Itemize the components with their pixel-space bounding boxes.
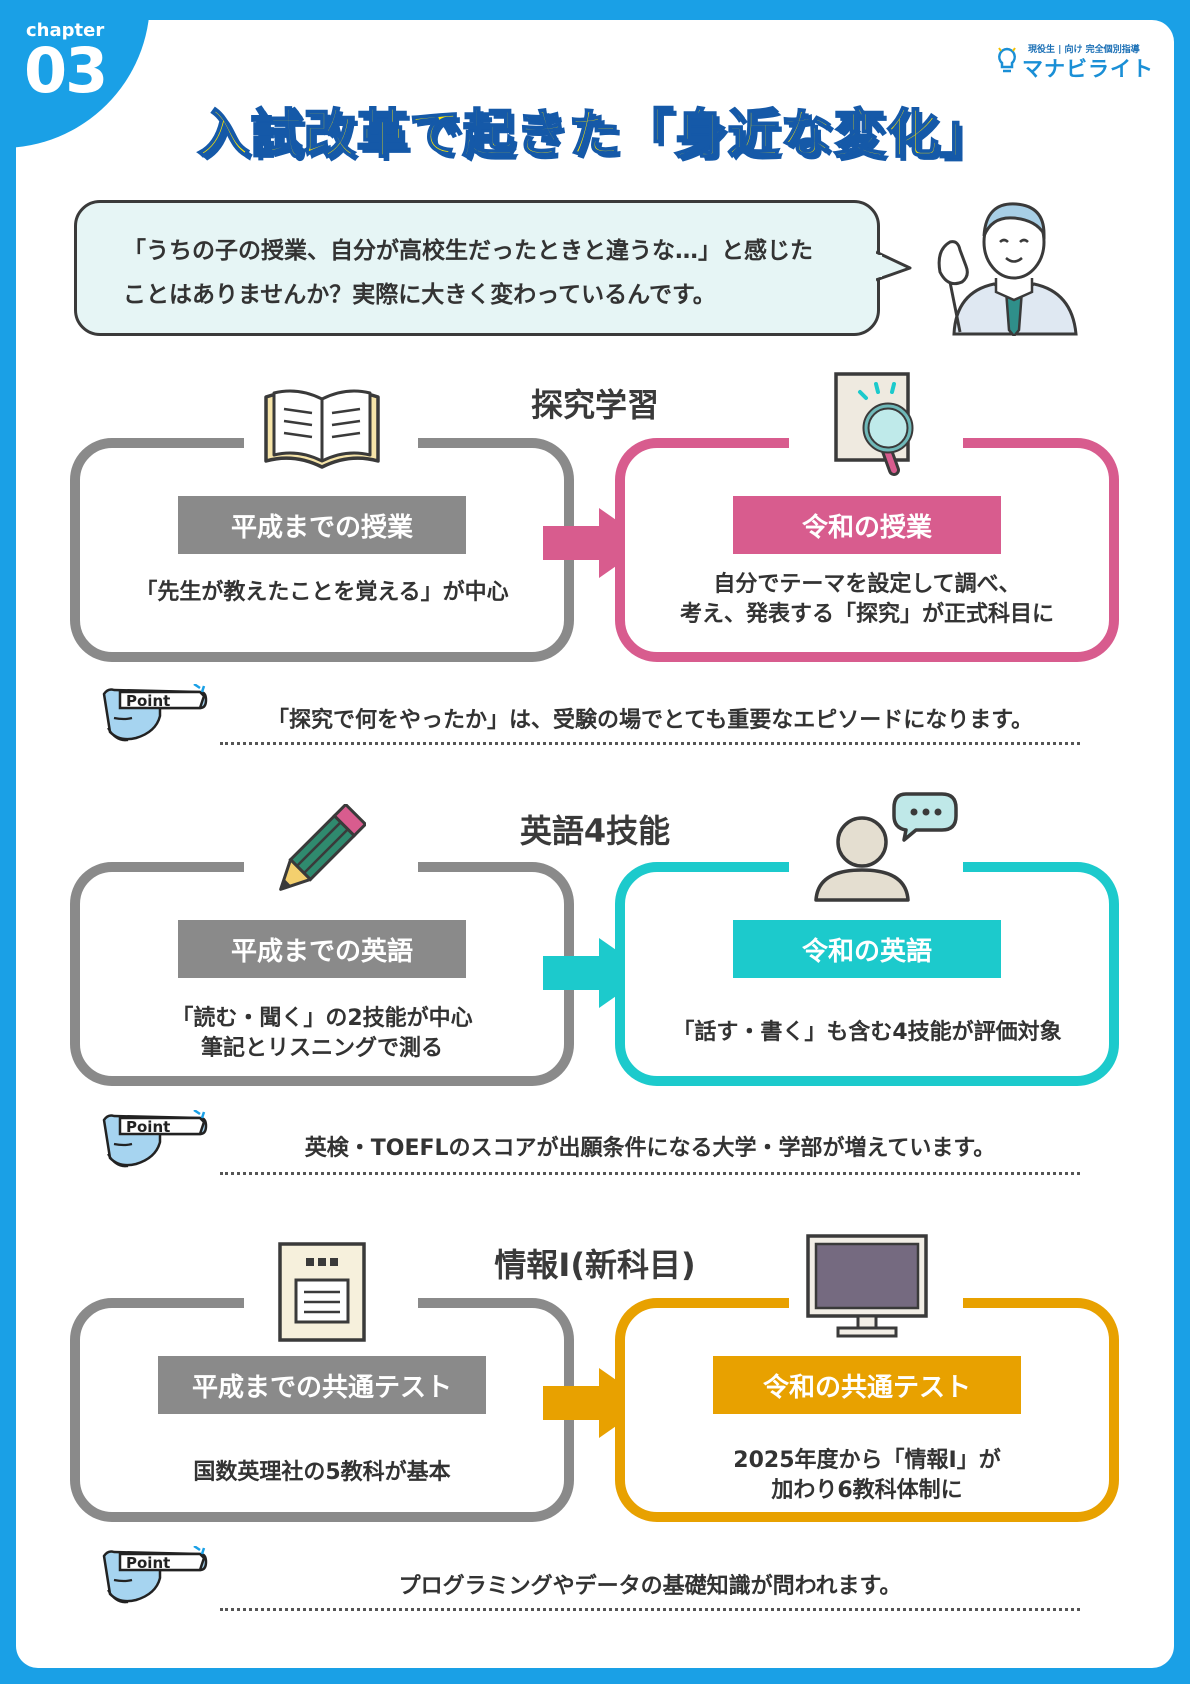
section-1-divider <box>220 742 1080 745</box>
brand-logo: 現役生 | 向け 完全個別指導 マナビライト <box>996 40 1153 81</box>
magnifier-document-icon <box>834 372 914 476</box>
section-1-before-box: 平成までの授業 「先生が教えたことを覚える」が中心 <box>70 436 574 662</box>
section-1-after-desc: 自分でテーマを設定して調べ、 考え、発表する「探究」が正式科目に <box>679 572 1054 627</box>
section-3-before-label: 平成までの共通テスト <box>158 1356 486 1414</box>
answer-sheet-icon <box>278 1242 366 1342</box>
light-bulb-icon <box>998 47 1016 73</box>
section-2-after-desc: 「話す・書く」も含む4技能が評価対象 <box>672 1020 1062 1045</box>
pencil-icon <box>279 804 366 891</box>
section-2-title: 英語4技能 <box>519 812 671 850</box>
open-book-icon <box>264 389 380 469</box>
section-1-title: 探究学習 <box>530 386 659 424</box>
teacher-avatar-icon <box>937 202 1078 336</box>
section-2-divider <box>220 1172 1080 1175</box>
page-title: 入試改革で起きた「身近な変化」 <box>196 104 993 166</box>
section-3-divider <box>220 1608 1080 1611</box>
section-3-after-label: 令和の共通テスト <box>713 1356 1021 1414</box>
logo-name: マナビライト <box>1022 57 1154 81</box>
section-2-before-desc: 「読む・聞く」の2技能が中心 筆記とリスニングで測る <box>171 1006 473 1061</box>
section-3-point: プログラミングやデータの基礎知識が問われます。 <box>398 1574 902 1599</box>
chapter-label: chapter <box>26 20 105 41</box>
section-2-after-label: 令和の英語 <box>733 920 1001 978</box>
person-speech-icon <box>814 792 958 902</box>
section-1-after-label: 令和の授業 <box>733 496 1001 554</box>
section-2-point: 英検・TOEFLのスコアが出願条件になる大学・学部が増えています。 <box>304 1136 996 1161</box>
intro-line-2: ことはありませんか？実際に大きく変わっているんです。 <box>123 282 716 308</box>
section-1-point: 「探究で何をやったか」は、受験の場でとても重要なエピソードになります。 <box>266 708 1034 733</box>
point-label: Point <box>126 692 170 710</box>
pointing-hand-icon: Point <box>102 684 208 742</box>
speech-bubble-tail <box>876 250 912 282</box>
section-3-after-desc: 2025年度から「情報Ⅰ」が 加わり6教科体制に <box>733 1448 1001 1503</box>
section-1-before-desc: 「先生が教えたことを覚える」が中心 <box>135 580 509 605</box>
section-3-before-desc: 国数英理社の5教科が基本 <box>193 1460 451 1485</box>
point-label: Point <box>126 1554 170 1572</box>
intro-line-1: 「うちの子の授業、自分が高校生だったときと違うな…」と感じた <box>123 238 813 264</box>
monitor-icon <box>806 1234 928 1338</box>
pointing-hand-icon: Point <box>102 1110 208 1168</box>
pointing-hand-icon: Point <box>102 1546 208 1604</box>
chapter-number: 03 <box>24 34 108 107</box>
logo-subtitle: 現役生 | 向け 完全個別指導 <box>1028 45 1140 55</box>
speech-bubble: 「うちの子の授業、自分が高校生だったときと違うな…」と感じた ことはありませんか… <box>74 200 880 336</box>
section-1-before-label: 平成までの授業 <box>178 496 466 554</box>
section-2-before-label: 平成までの英語 <box>178 920 466 978</box>
section-3-title: 情報Ⅰ(新科目) <box>494 1246 696 1284</box>
point-label: Point <box>126 1118 170 1136</box>
